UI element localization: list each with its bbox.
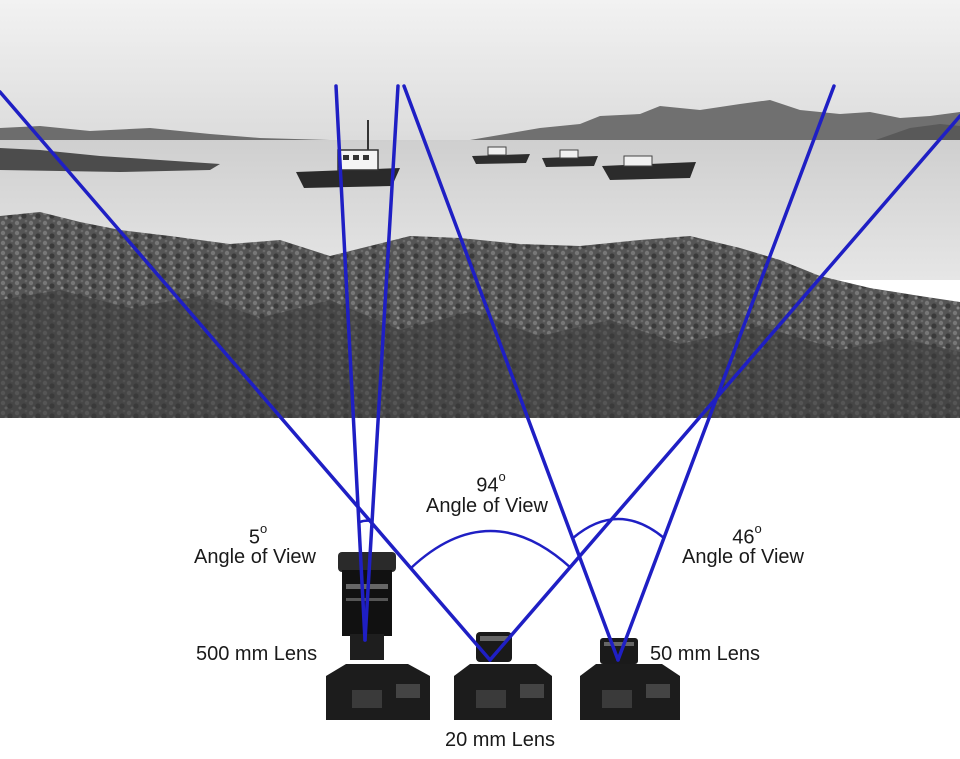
angle-value-94: 94o: [466, 468, 516, 498]
degree-mark: o: [498, 469, 506, 484]
angle-value-46: 46o: [722, 520, 772, 550]
angle-number: 46: [732, 526, 755, 549]
angle-value-5: 5o: [238, 520, 278, 550]
ray-500mm-right: [363, 84, 400, 642]
angle-arcs: [359, 517, 665, 569]
lens-label-20mm: 20 mm Lens: [444, 729, 556, 751]
lens-label-500mm: 500 mm Lens: [196, 643, 318, 665]
boat-small-1: [472, 146, 530, 164]
boat-large: [296, 120, 400, 188]
arc-50mm: [572, 517, 665, 539]
degree-mark: o: [754, 521, 762, 536]
angle-caption-500mm: Angle of View: [194, 546, 316, 568]
arc-500mm: [359, 519, 373, 524]
angle-number: 94: [476, 474, 499, 497]
angle-number: 5: [248, 526, 260, 549]
ray-50mm-left: [402, 84, 620, 662]
field-of-view-rays: [0, 84, 960, 662]
angle-caption-50mm: Angle of View: [682, 546, 804, 568]
lens-label-50mm: 50 mm Lens: [650, 643, 761, 665]
ray-20mm-left: [0, 90, 492, 662]
seascape-photo: [0, 0, 960, 418]
angle-caption-20mm: Angle of View: [426, 495, 548, 517]
far-shore-right: [470, 100, 960, 146]
boat-small-2: [542, 149, 598, 167]
camera-50mm: [580, 638, 680, 720]
ray-50mm-right: [616, 84, 836, 662]
ray-20mm-right: [488, 114, 960, 662]
ray-500mm-left: [334, 84, 367, 642]
degree-mark: o: [259, 521, 268, 536]
boat-small-3: [602, 155, 696, 180]
arc-20mm: [410, 529, 572, 569]
